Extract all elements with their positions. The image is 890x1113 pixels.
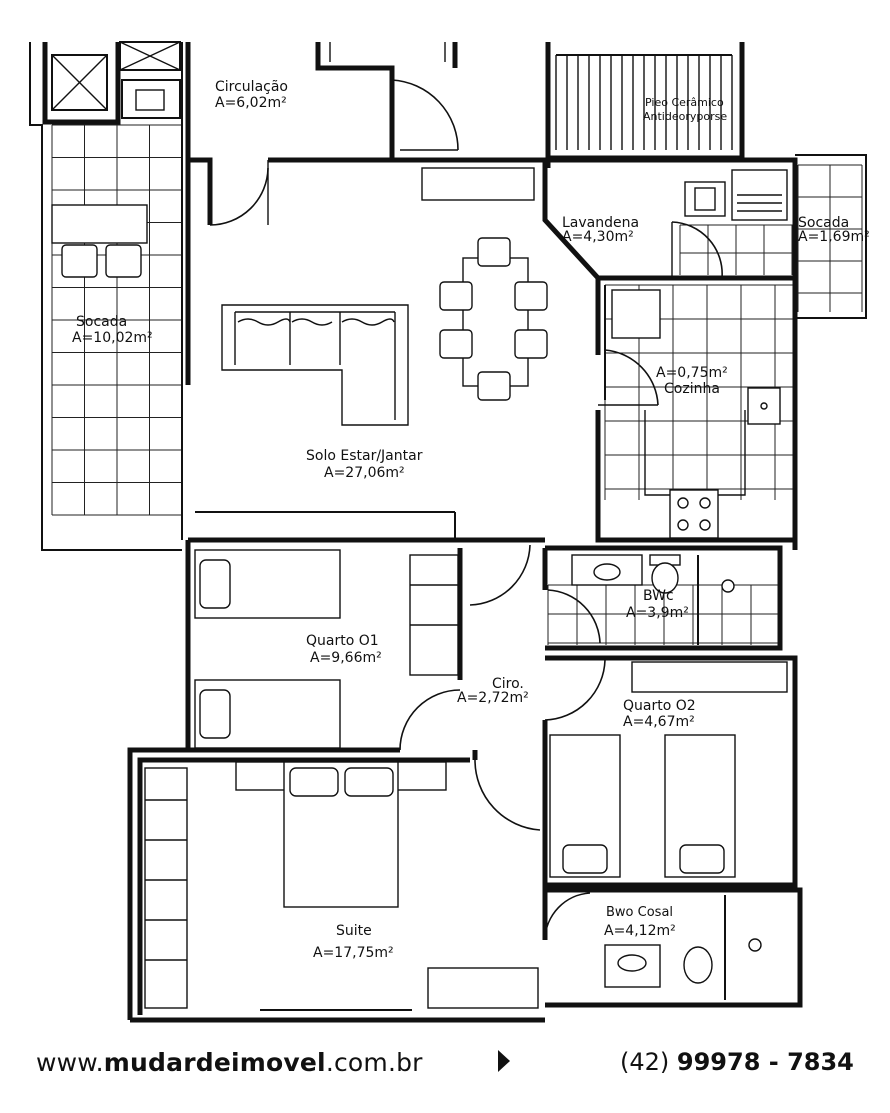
walls — [29, 41, 867, 1023]
estar-jantar-name: Solo Estar/Jantar — [306, 448, 423, 464]
circ2-name: Ciro. — [492, 676, 524, 692]
piso-ceramico-label-2: Antideoryporse — [643, 110, 727, 123]
quarto01-name: Quarto O1 — [306, 633, 379, 649]
url-brand: mudardeimovel — [103, 1048, 326, 1077]
bwc-casal-name: Bwo Cosal — [606, 905, 673, 920]
play-arrow-icon — [498, 1050, 510, 1072]
furniture — [51, 167, 788, 1009]
circ2-area: A=2,72m² — [457, 690, 529, 706]
phone-number: (42) 99978 - 7834 — [620, 1048, 854, 1076]
quarto01-area: A=9,66m² — [310, 650, 382, 666]
website-link[interactable]: www.mudardeimovel.com.br — [36, 1048, 423, 1077]
phone-area: (42) — [620, 1048, 677, 1076]
suite-name: Suite — [336, 923, 372, 939]
estar-jantar-area: A=27,06m² — [324, 465, 405, 481]
lavanderia-area: A=4,30m² — [562, 229, 634, 245]
url-prefix: www. — [36, 1048, 104, 1077]
url-suffix: .com.br — [325, 1048, 423, 1077]
quarto02-area: A=4,67m² — [623, 714, 695, 730]
phone-digits: 99978 - 7834 — [676, 1048, 854, 1076]
bwc-area: A=3,9m² — [626, 605, 689, 621]
sacada-small-name: Socada — [798, 215, 849, 231]
suite-area: A=17,75m² — [313, 945, 394, 961]
room-labels: Circulação A=6,02m² Pieo Cerâmico Antide… — [72, 79, 870, 961]
bwc-name: BWc — [643, 588, 674, 604]
cozinha-name: Cozinha — [664, 381, 720, 397]
cozinha-area: A=0,75m² — [656, 365, 728, 381]
piso-ceramico-label-1: Pieo Cerâmico — [645, 96, 724, 109]
sacada-big-area: A=10,02m² — [72, 330, 153, 346]
circulacao-area: A=6,02m² — [215, 95, 287, 111]
quarto02-name: Quarto O2 — [623, 698, 696, 714]
circulacao-name: Circulação — [215, 79, 288, 95]
floor-plan: Circulação A=6,02m² Pieo Cerâmico Antide… — [29, 41, 870, 1023]
sacada-big-name: Socada — [76, 314, 127, 330]
lavanderia-name: Lavandena — [562, 215, 639, 231]
doors — [209, 79, 723, 941]
sacada-small-area: A=1,69m² — [798, 229, 870, 245]
sacada-tiles — [51, 124, 863, 645]
bwc-casal-area: A=4,12m² — [604, 923, 676, 939]
